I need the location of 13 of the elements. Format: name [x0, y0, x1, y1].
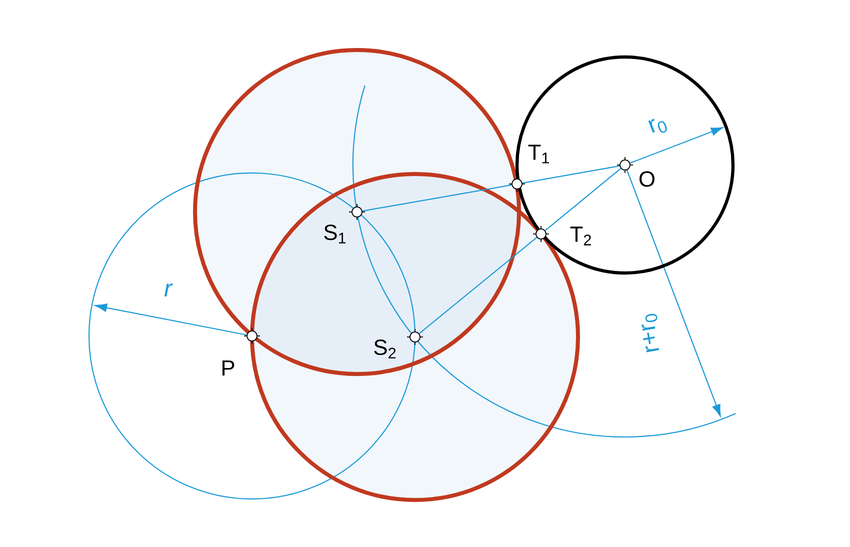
point-label: T$_{2}$ [570, 226, 591, 246]
construction-line [418, 237, 538, 334]
point-label: S$_{2}$ [374, 340, 396, 358]
dimension-label: r$_{0}$ [648, 118, 667, 133]
dimension-label: r [164, 284, 173, 296]
point-label: P [222, 360, 234, 376]
construction-line [362, 184, 512, 212]
construction-line [522, 165, 620, 184]
point-label: S$_{1}$ [324, 224, 346, 244]
construction-line [544, 168, 622, 231]
dimension-label: r+r$_{0}$ [642, 314, 660, 352]
point-label: T$_{1}$ [528, 144, 549, 164]
point-label: O [640, 171, 654, 187]
